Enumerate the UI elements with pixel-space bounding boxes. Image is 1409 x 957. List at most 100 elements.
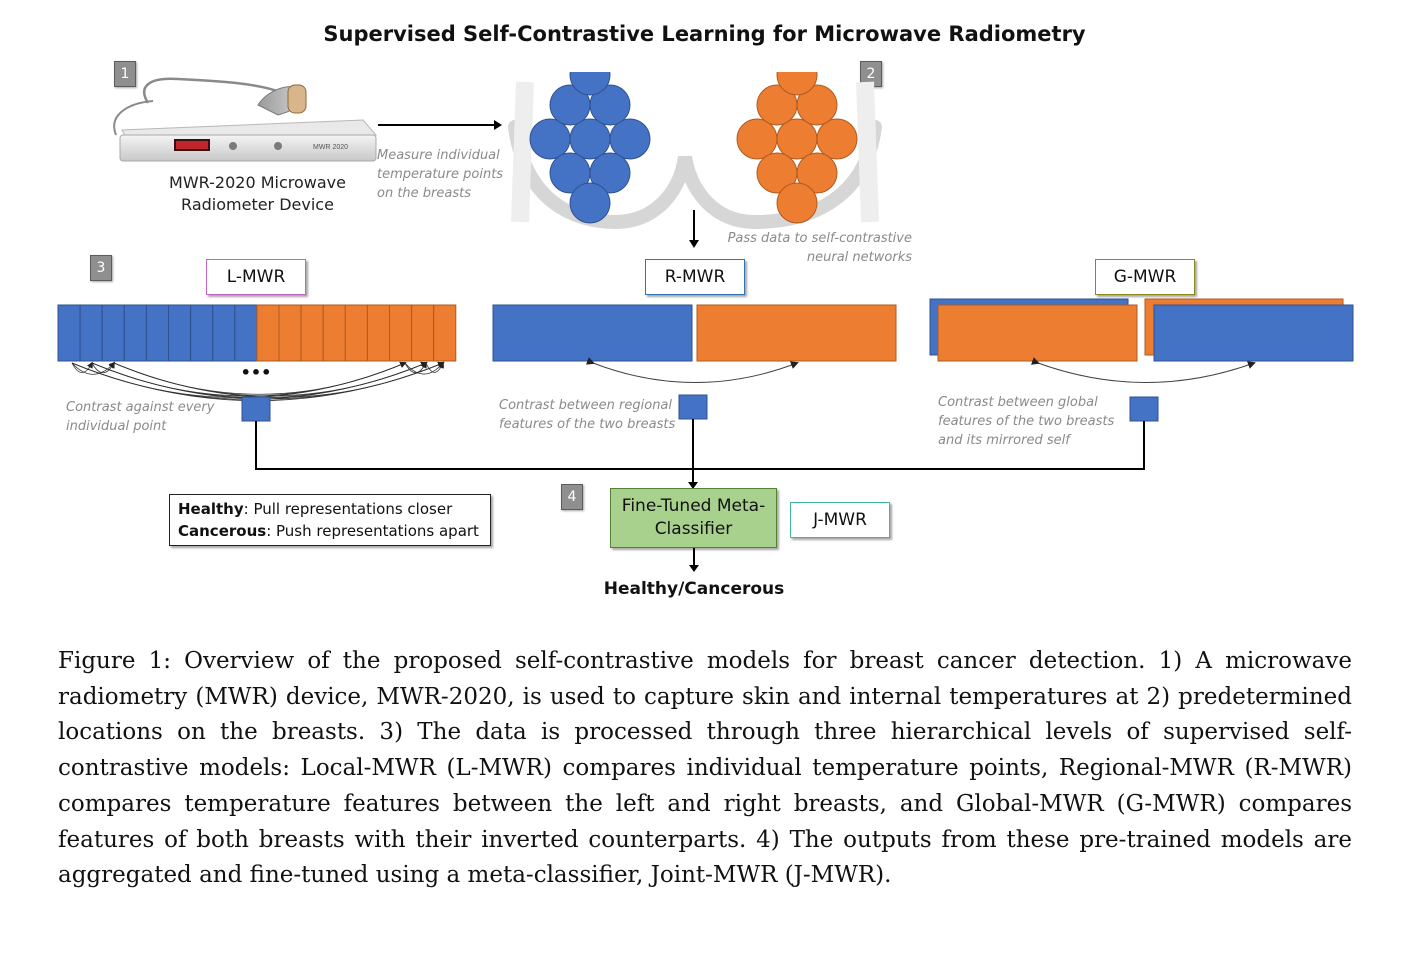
measure-arrow bbox=[378, 120, 502, 130]
orange-measurement-point bbox=[776, 118, 818, 160]
pass-note-line: Pass data to self-contrastive bbox=[727, 231, 912, 246]
note-line: and its mirrored self bbox=[938, 433, 1070, 448]
measure-note-line: Measure individual bbox=[377, 148, 500, 163]
legend-healthy-text: : Pull representations closer bbox=[243, 500, 453, 518]
pass-data-arrow bbox=[689, 210, 699, 248]
l-mwr-cell bbox=[389, 304, 413, 362]
l-mwr-cell bbox=[57, 304, 81, 362]
l-mwr-cell bbox=[256, 304, 280, 362]
l-mwr-cell bbox=[145, 304, 169, 362]
meta-classifier-line: Classifier bbox=[654, 519, 733, 539]
measure-note-line: on the breasts bbox=[377, 186, 471, 201]
l-mwr-cell bbox=[433, 304, 457, 362]
step-badge-4: 4 bbox=[561, 484, 583, 510]
blue-measurement-point bbox=[589, 152, 631, 194]
device-label-line2: Radiometer Device bbox=[181, 195, 334, 214]
figure: Supervised Self-Contrastive Learning for… bbox=[57, 22, 1354, 599]
orange-measurement-point bbox=[776, 182, 818, 224]
r-mwr-contrast-note: Contrast between regional features of th… bbox=[499, 396, 675, 434]
meta-classifier-box: Fine-Tuned Meta- Classifier bbox=[610, 488, 777, 548]
l-mwr-contrast-note: Contrast against every individual point bbox=[66, 398, 214, 436]
l-mwr-cell bbox=[123, 304, 147, 362]
g-mwr-front-left bbox=[937, 304, 1138, 362]
blue-measurement-point bbox=[529, 118, 571, 160]
ellipsis-dots: ••• bbox=[241, 363, 272, 382]
label-l-mwr: L-MWR bbox=[206, 259, 306, 295]
orange-measurement-point bbox=[796, 152, 838, 194]
measure-note-line: temperature points bbox=[377, 167, 504, 182]
l-mwr-arc bbox=[404, 361, 427, 374]
step-badge-3: 3 bbox=[90, 255, 112, 281]
l-mwr-cell bbox=[366, 304, 390, 362]
note-line: features of the two breasts bbox=[938, 414, 1115, 429]
l-mwr-arc bbox=[404, 361, 445, 375]
l-mwr-cell bbox=[300, 304, 324, 362]
device-display-text: MWR 2020 bbox=[313, 144, 348, 151]
model-architecture-diagram: ••• bbox=[57, 298, 1354, 489]
device-label-line1: MWR-2020 Microwave bbox=[169, 173, 346, 192]
l-mwr-cell bbox=[322, 304, 346, 362]
l-mwr-cell bbox=[411, 304, 435, 362]
step-badge-1: 1 bbox=[114, 61, 136, 87]
measure-note: Measure individual temperature points on… bbox=[377, 146, 503, 203]
output-label: Healthy/Cancerous bbox=[603, 579, 785, 599]
note-line: individual point bbox=[66, 419, 167, 434]
blue-measurement-point bbox=[589, 84, 631, 126]
note-line: Contrast between regional bbox=[499, 398, 673, 413]
blue-measurement-point bbox=[569, 182, 611, 224]
pass-note: Pass data to self-contrastive neural net… bbox=[700, 229, 912, 267]
l-mwr-cell bbox=[190, 304, 214, 362]
g-mwr-front-right bbox=[1153, 304, 1354, 362]
blue-measurement-point bbox=[569, 118, 611, 160]
blue-measurement-point bbox=[569, 72, 611, 96]
g-mwr-contrast-note: Contrast between global features of the … bbox=[938, 393, 1114, 450]
legend-cancerous: Cancerous: Push representations apart bbox=[178, 520, 482, 542]
to-meta-arrowhead bbox=[688, 482, 698, 489]
figure-caption: Figure 1: Overview of the proposed self-… bbox=[58, 648, 1352, 889]
r-mwr-contrast-arc bbox=[585, 357, 799, 383]
legend-cancer-text: : Push representations apart bbox=[266, 522, 479, 540]
l-mwr-arc bbox=[71, 361, 93, 373]
figure-title: Supervised Self-Contrastive Learning for… bbox=[323, 22, 1086, 46]
orange-measurement-point bbox=[736, 118, 778, 160]
l-mwr-cell bbox=[212, 304, 236, 362]
orange-measurement-point bbox=[776, 72, 818, 96]
l-mwr-cell bbox=[168, 304, 192, 362]
legend-cancer-term: Cancerous bbox=[178, 522, 267, 540]
r-mwr-left-feature bbox=[492, 304, 693, 362]
l-mwr-cell bbox=[101, 304, 125, 362]
label-j-mwr: J-MWR bbox=[790, 502, 890, 538]
note-line: Contrast against every bbox=[66, 400, 215, 415]
l-mwr-contrast-arcs bbox=[71, 361, 445, 402]
orange-measurement-point bbox=[816, 118, 858, 160]
l-mwr-cell bbox=[79, 304, 103, 362]
note-line: features of the two breasts bbox=[499, 417, 676, 432]
legend-box: Healthy: Pull representations closer Can… bbox=[169, 494, 491, 546]
legend-healthy: Healthy: Pull representations closer bbox=[178, 498, 482, 520]
label-r-mwr: R-MWR bbox=[645, 259, 745, 295]
l-mwr-output bbox=[241, 396, 271, 422]
device-label: MWR-2020 Microwave Radiometer Device bbox=[130, 172, 385, 216]
orange-measurement-point bbox=[796, 84, 838, 126]
l-mwr-cell bbox=[278, 304, 302, 362]
l-mwr-cell bbox=[234, 304, 258, 362]
note-line: Contrast between global bbox=[938, 395, 1098, 410]
output-arrow bbox=[689, 548, 699, 572]
r-mwr-output bbox=[678, 394, 708, 420]
blue-measurement-point bbox=[609, 118, 651, 160]
l-mwr-arc bbox=[425, 361, 444, 373]
l-mwr-feature-cells bbox=[57, 304, 457, 362]
r-mwr-right-feature bbox=[696, 304, 897, 362]
g-mwr-output bbox=[1129, 396, 1159, 422]
step-badge-2: 2 bbox=[860, 61, 882, 87]
l-mwr-cell bbox=[344, 304, 368, 362]
g-mwr-contrast-arc bbox=[1030, 357, 1256, 383]
label-g-mwr: G-MWR bbox=[1095, 259, 1195, 295]
radiometer-device-illustration: MWR 2020 bbox=[113, 77, 378, 162]
pass-note-line: neural networks bbox=[806, 250, 912, 265]
l-mwr-arc bbox=[113, 361, 445, 398]
meta-classifier-line: Fine-Tuned Meta- bbox=[621, 496, 766, 516]
l-mwr-arc bbox=[91, 361, 115, 374]
breast-measurement-points-diagram bbox=[508, 72, 882, 230]
aggregation-line bbox=[255, 421, 1145, 470]
